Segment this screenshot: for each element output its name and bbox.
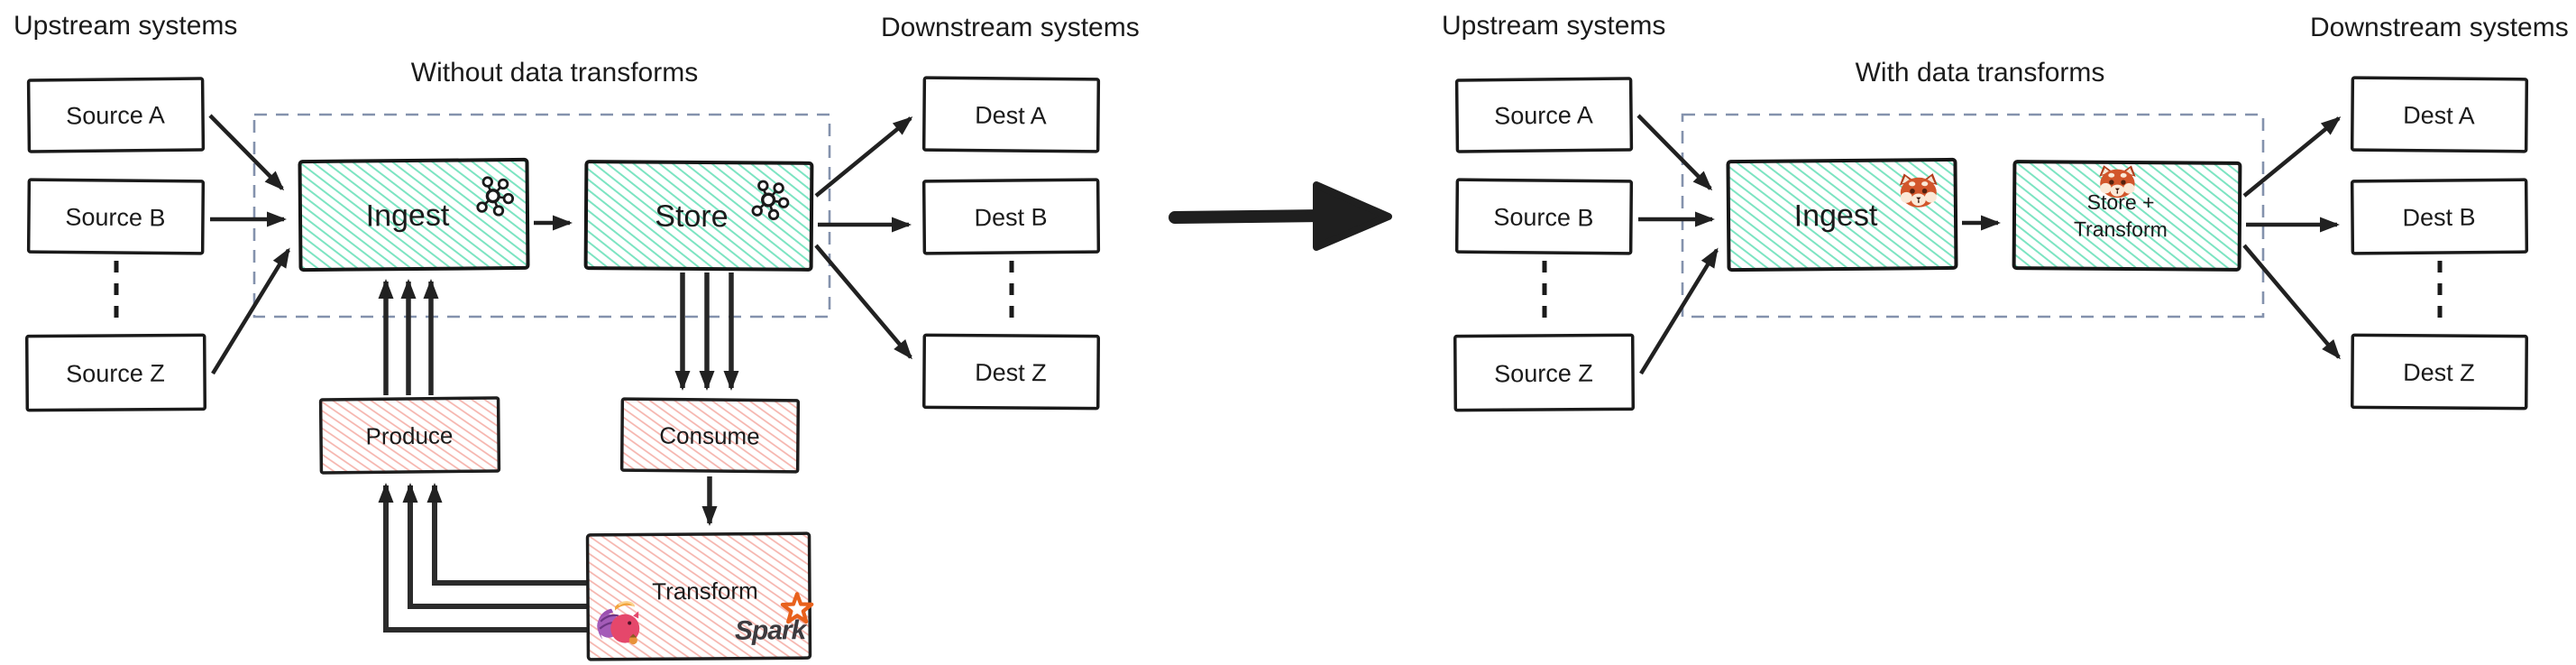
left-dest-z-box — [921, 333, 1101, 411]
left-source-z-label: Source Z — [66, 360, 165, 388]
left-upstream-heading: Upstream systems — [14, 11, 237, 41]
left-dest-z-label: Dest Z — [975, 359, 1047, 387]
right-dest-z-label: Dest Z — [2403, 359, 2475, 387]
left-source-a-label: Source A — [66, 101, 165, 129]
left-diagram-title: Without data transforms — [411, 58, 698, 88]
right-ingest: Ingest — [1726, 157, 1958, 272]
right-upstream-heading: Upstream systems — [1442, 11, 1665, 41]
left-ingest-box — [298, 157, 530, 272]
left-dest-b: Dest B — [921, 178, 1101, 255]
right-source-b-label: Source B — [1493, 204, 1593, 232]
right-dest-a-label: Dest A — [2403, 102, 2475, 130]
right-downstream-heading: Downstream systems — [2310, 13, 2569, 42]
right-dest-z: Dest Z — [2350, 333, 2529, 411]
left-dest-b-label: Dest B — [974, 204, 1047, 232]
right-dest-b: Dest B — [2350, 178, 2529, 255]
right-dest-a: Dest A — [2350, 76, 2529, 153]
arrow-right-store-to-dest-z — [2242, 244, 2341, 360]
right-dest-a-box — [2350, 76, 2529, 153]
transition-arrow — [1169, 181, 1392, 251]
left-source-b-label: Source B — [65, 204, 165, 232]
left-dest-a: Dest A — [921, 76, 1101, 153]
right-dest-b-label: Dest B — [2402, 204, 2475, 232]
left-dest-z: Dest Z — [921, 333, 1101, 411]
right-source-a-box — [1454, 77, 1634, 153]
right-ingest-label: Ingest — [1794, 199, 1879, 234]
arrow-transform-to-produce-3 — [378, 483, 588, 633]
left-consume-label: Consume — [659, 422, 760, 450]
left-store: Store — [583, 160, 814, 272]
arrow-store-to-dest-a — [814, 116, 913, 198]
right-store-transform: Store + Transform — [2012, 160, 2242, 272]
right-source-a: Source A — [1454, 77, 1634, 153]
right-diagram-title: With data transforms — [1856, 58, 2105, 88]
right-source-b-box — [1454, 178, 1634, 255]
left-source-a: Source A — [26, 77, 206, 153]
left-store-box — [583, 160, 814, 272]
right-ingest-box — [1726, 157, 1958, 272]
left-ingest: Ingest — [298, 157, 530, 272]
left-transform: Transform Spark — [585, 531, 812, 661]
left-source-b: Source B — [26, 178, 206, 255]
left-transform-box — [585, 531, 812, 661]
left-diagram: Upstream systems Without data transforms… — [14, 11, 1140, 661]
left-source-z: Source Z — [24, 333, 207, 412]
left-source-z-box — [24, 333, 207, 412]
left-produce-box — [318, 396, 501, 475]
right-dest-b-box — [2350, 178, 2529, 255]
right-dest-z-box — [2350, 333, 2529, 411]
left-dest-b-box — [921, 178, 1101, 255]
big-right-arrow-head — [1313, 181, 1392, 251]
redpanda-icon — [2098, 164, 2137, 199]
right-source-z: Source Z — [1453, 333, 1636, 412]
big-right-arrow-shaft — [1169, 209, 1330, 224]
left-pipeline-boundary — [252, 113, 831, 319]
arrow-right-source-a-to-ingest — [1636, 114, 1713, 191]
arrow-transform-to-produce-1 — [426, 483, 588, 586]
right-diagram: Upstream systems With data transforms Do… — [1442, 11, 2569, 412]
left-dest-a-label: Dest A — [975, 102, 1047, 130]
left-downstream-heading: Downstream systems — [881, 13, 1140, 42]
right-source-a-label: Source A — [1494, 101, 1593, 129]
left-source-a-box — [26, 77, 206, 153]
right-store-transform-box — [2012, 160, 2242, 272]
left-consume: Consume — [619, 397, 801, 474]
arrow-source-z-to-ingest — [211, 247, 290, 375]
arrow-right-store-to-dest-a — [2242, 116, 2342, 198]
arrow-transform-to-produce-2 — [402, 483, 588, 609]
right-source-b: Source B — [1454, 178, 1634, 255]
spark-logo-text: Spark — [735, 615, 808, 646]
left-produce-label: Produce — [365, 421, 453, 449]
left-ingest-label: Ingest — [366, 199, 451, 234]
right-source-z-box — [1453, 333, 1636, 412]
left-consume-box — [619, 397, 801, 474]
right-source-z-label: Source Z — [1494, 360, 1593, 388]
right-store-transform-label-line2: Transform — [2074, 217, 2168, 242]
left-store-label: Store — [655, 199, 729, 235]
arrow-right-source-z-to-ingest — [1639, 247, 1719, 375]
left-transform-label: Transform — [652, 577, 758, 605]
right-pipeline-boundary — [1681, 113, 2265, 319]
redpanda-icon — [1898, 172, 1939, 208]
left-produce: Produce — [318, 396, 501, 475]
arrow-store-to-dest-z — [814, 244, 912, 360]
arrow-source-a-to-ingest — [208, 114, 285, 191]
left-source-b-box — [26, 178, 206, 255]
left-dest-a-box — [921, 76, 1101, 153]
